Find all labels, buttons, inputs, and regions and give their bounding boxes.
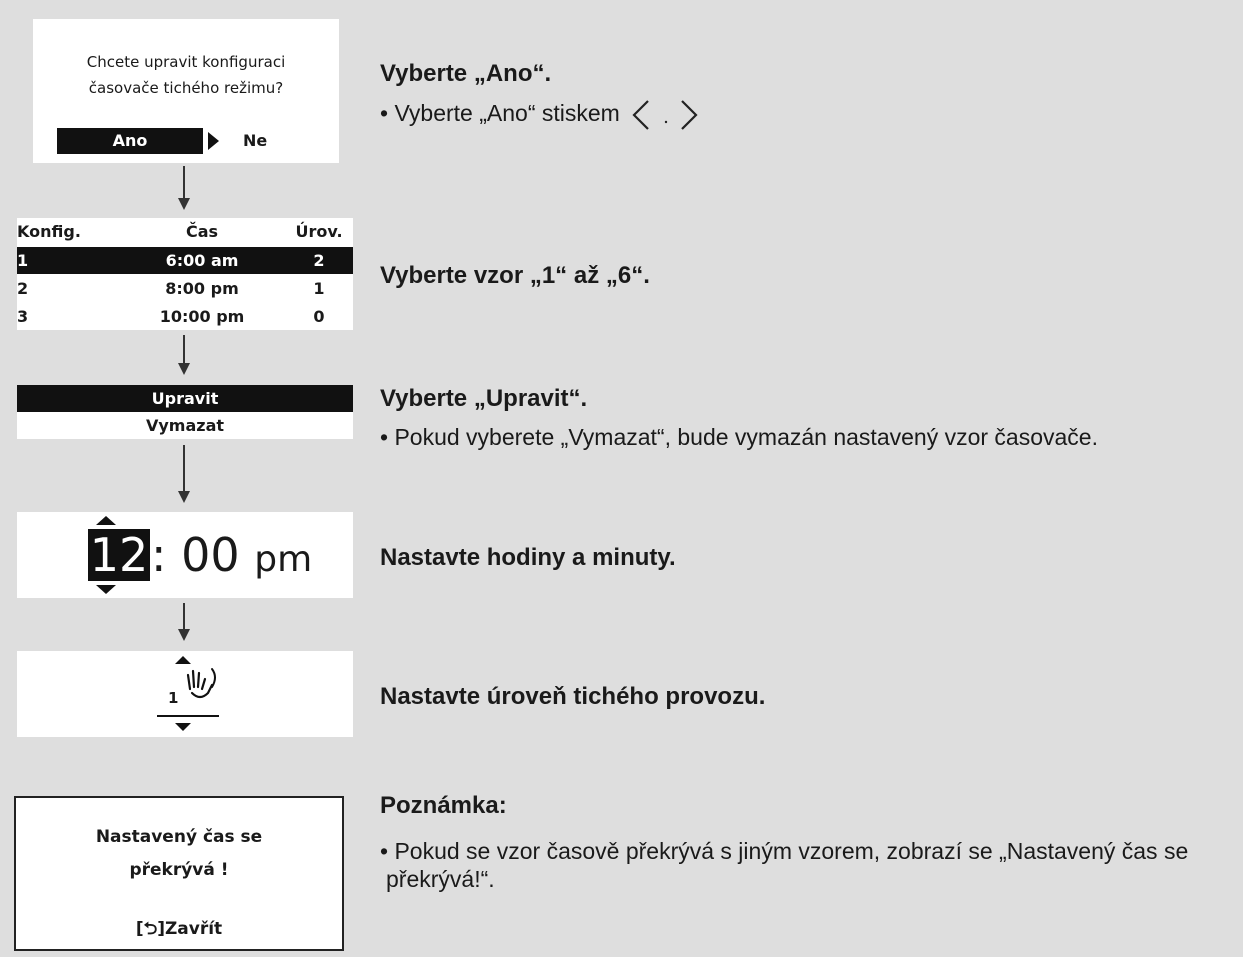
step1-heading: Vyberte „Ano“. xyxy=(380,60,552,87)
down-arrow-icon xyxy=(178,335,190,375)
hour-field[interactable]: 12 xyxy=(88,528,150,582)
confirm-dialog: Chcete upravit konfiguraci časovače tich… xyxy=(33,19,339,163)
minutes-field[interactable]: 00 xyxy=(181,528,240,582)
table-row[interactable]: 2 8:00 pm 1 xyxy=(17,279,325,298)
timer-pattern-table: Konfig. Čas Úrov. 1 6:00 am 2 2 8:00 pm … xyxy=(17,218,353,330)
increase-arrow-icon[interactable] xyxy=(175,656,191,664)
quiet-hand-icon xyxy=(186,668,216,699)
step1-bullet: • Vyberte „Ano“ stiskem xyxy=(380,98,706,132)
edit-menu-item[interactable]: Upravit xyxy=(17,385,353,412)
step4-heading: Nastavte hodiny a minuty. xyxy=(380,544,676,571)
selection-arrow-icon xyxy=(208,132,219,150)
time-rest: : 00 pm xyxy=(151,529,312,586)
close-button[interactable]: [⮌]Zavřít xyxy=(135,919,223,939)
yes-button[interactable]: Ano xyxy=(57,128,203,154)
left-right-arrows-icon xyxy=(632,100,698,130)
step3-heading: Vyberte „Upravit“. xyxy=(380,385,588,412)
down-arrow-icon xyxy=(178,166,190,210)
warning-line2: překrývá ! xyxy=(129,860,229,880)
column-header-config: Konfig. xyxy=(17,222,81,241)
quiet-level-panel: 1 xyxy=(17,651,353,737)
no-button[interactable]: Ne xyxy=(243,131,268,150)
step2-heading: Vyberte vzor „1“ až „6“. xyxy=(380,262,650,289)
column-header-level: Úrov. xyxy=(295,222,343,241)
down-arrow-icon xyxy=(178,603,190,643)
warning-line1: Nastavený čas se xyxy=(95,827,263,847)
increase-arrow-icon[interactable] xyxy=(96,516,116,525)
overlap-warning-dialog: Nastavený čas se překrývá ! [⮌]Zavřít xyxy=(14,796,344,951)
table-row[interactable]: 3 10:00 pm 0 xyxy=(17,307,325,326)
level-divider xyxy=(157,715,219,717)
decrease-arrow-icon[interactable] xyxy=(175,723,191,731)
time-separator: : xyxy=(151,528,167,582)
step5-heading: Nastavte úroveň tichého provozu. xyxy=(380,683,766,710)
delete-menu-item[interactable]: Vymazat xyxy=(145,416,225,435)
step3-bullet: • Pokud vyberete „Vymazat“, bude vymazán… xyxy=(380,424,1098,450)
down-arrow-icon xyxy=(178,445,190,505)
note-bullet-line2: překrývá!“. xyxy=(386,866,495,892)
edit-delete-menu: Upravit Vymazat xyxy=(17,385,353,439)
dialog-question-line2: časovače tichého režimu? xyxy=(88,79,284,97)
note-heading: Poznámka: xyxy=(380,792,507,819)
table-row[interactable]: 1 6:00 am 2 xyxy=(17,247,353,274)
ampm-field[interactable]: pm xyxy=(254,539,313,580)
column-header-time: Čas xyxy=(185,222,219,241)
dialog-question-line1: Chcete upravit konfiguraci xyxy=(86,53,286,71)
time-setting-panel: 12 : 00 pm xyxy=(17,512,353,598)
decrease-arrow-icon[interactable] xyxy=(96,585,116,594)
table-header: Konfig. Čas Úrov. xyxy=(17,218,353,245)
note-bullet-line1: • Pokud se vzor časově překrývá s jiným … xyxy=(380,838,1189,864)
quiet-level-value: 1 xyxy=(168,689,179,707)
